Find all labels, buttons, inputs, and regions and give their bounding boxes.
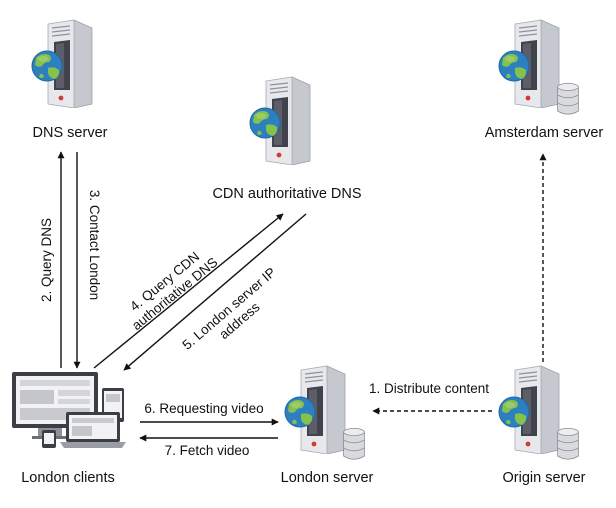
server-globe-icon [498,19,560,108]
london-clients-label: London clients [21,470,115,486]
edge-requesting-video-label: 6. Requesting video [144,401,263,416]
edge-fetch-video: 7. Fetch video [139,434,278,458]
edge-fetch-video-label: 7. Fetch video [165,443,250,458]
amsterdam-server-node: Amsterdam server [485,19,604,141]
edge-distribute-content: 1. Distribute content [369,381,492,415]
devices-icon [12,372,126,448]
origin-server-node: Origin server [498,365,586,486]
edge-query-dns-label: 2. Query DNS [39,218,54,302]
london-server-label: London server [281,470,374,486]
cdn-dns-label: CDN authoritative DNS [212,186,361,202]
amsterdam-server-label: Amsterdam server [485,125,604,141]
edge-query-cdn-line [93,213,284,369]
cdn-dns-node: CDN authoritative DNS [212,76,362,202]
dns-server-label: DNS server [33,125,108,141]
server-globe-icon [284,365,346,454]
database-icon [343,427,365,460]
database-icon [557,82,579,115]
london-server-node: London server [281,365,374,486]
dns-server-node: DNS server [31,19,108,141]
edge-contact-london: 3. Contact London [73,152,102,369]
edge-query-dns: 2. Query DNS [39,151,65,368]
server-globe-icon [249,76,311,165]
server-globe-icon [498,365,560,454]
edge-contact-london-label: 3. Contact London [87,190,102,300]
edge-requesting-video: 6. Requesting video [140,401,279,426]
edge-london-ip-line [123,213,307,371]
london-clients-node: London clients [12,372,126,486]
origin-server-label: Origin server [503,470,586,486]
database-icon [557,427,579,460]
server-globe-icon [31,19,93,108]
edge-distribute-content-label: 1. Distribute content [369,381,489,396]
